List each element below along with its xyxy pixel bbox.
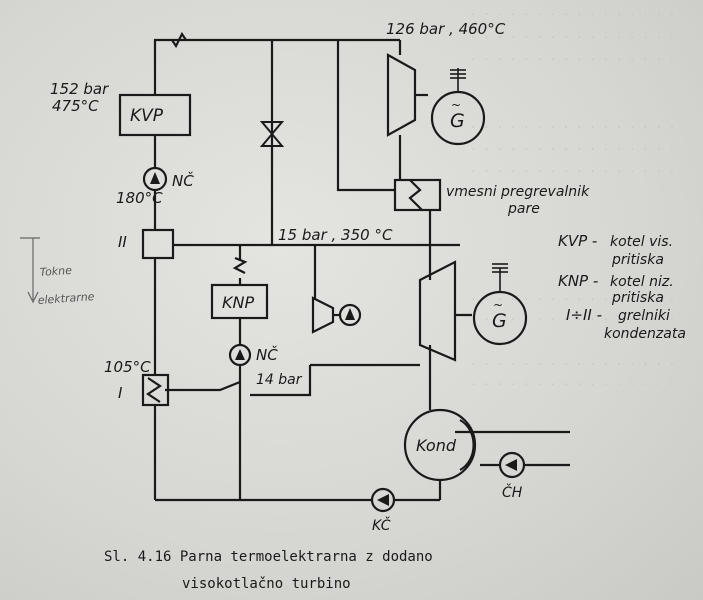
svg-text:kondenzata: kondenzata (604, 326, 686, 342)
svg-text:I÷II -: I÷II - (566, 306, 602, 324)
caption-line-2: visokotlačno turbino (182, 576, 351, 592)
condenser (403, 408, 477, 482)
kvp-boiler (118, 93, 192, 137)
generator-top-label: G (450, 110, 465, 132)
aux-pump (338, 303, 362, 327)
knp-boiler (210, 283, 269, 320)
svg-text:. . . . . . . . . . . . . . .: . . . . . . . . . . . . . . . . (470, 355, 675, 368)
reheater-coil (408, 179, 423, 211)
feed-pump-top (142, 166, 168, 192)
reheater (393, 178, 442, 212)
svg-text:. . . . . . . . . . . . . . .: . . . . . . . . . . . . . . . . (470, 118, 675, 131)
svg-text:Tokne: Tokne (39, 264, 72, 279)
pump-arrow-icon (150, 172, 160, 184)
condenser-tube (459, 419, 475, 471)
svg-text:. . . . . . . . . . . . . . .: . . . . . . . . . . . . . . . . (470, 5, 675, 18)
pressure-126-label: 126 bar , 460°C (386, 20, 506, 38)
heater-ii-label: II (118, 233, 127, 251)
generator-mid-label: G (492, 310, 507, 332)
cooling-pump (498, 451, 526, 479)
pressure-15-label: 15 bar , 350 °C (278, 226, 393, 244)
nc-mid-label: NČ (256, 345, 278, 364)
heater-ii (141, 228, 175, 260)
pump-arrow-icon (505, 459, 517, 471)
legend: KVP - kotel vis. pritiska KNP - kotel ni… (558, 232, 686, 342)
svg-text:elektrarne: elektrarne (37, 290, 95, 307)
bypass-valve-lower (259, 132, 285, 147)
svg-text:. . . . . . . . . . . . . . .: . . . . . . . . . . . . . . . . (470, 375, 675, 388)
svg-text:pritiska: pritiska (611, 290, 664, 306)
condenser-label: Kond (416, 436, 457, 455)
bleed-through-text: . . . . . . . . . . . . . . . . . . . . … (470, 5, 675, 388)
knp-label: KNP (222, 293, 254, 312)
svg-text:KVP -: KVP - (558, 232, 597, 250)
svg-text:. . . . . . . . . . . . . . .: . . . . . . . . . . . . . . . . (470, 162, 675, 175)
reheater-label-2: pare (507, 201, 540, 217)
kvp-label: KVP (130, 106, 164, 126)
svg-text:~: ~ (493, 298, 503, 312)
lp-turbine (418, 260, 457, 362)
svg-text:. . . . . . . . . . . . . . .: . . . . . . . . . . . . . . . . (470, 140, 675, 153)
svg-text:~: ~ (451, 98, 461, 112)
knp-superheater-zigzag (232, 256, 248, 274)
pressure-14-label: 14 bar (256, 372, 303, 388)
pressure-152-label: 152 bar (50, 80, 109, 98)
nc-top-label: NČ (172, 171, 194, 190)
svg-text:kotel niz.: kotel niz. (610, 274, 674, 290)
margin-note: Tokne elektrarne (20, 237, 95, 307)
svg-text:KNP -: KNP - (558, 272, 598, 290)
heater-i (141, 373, 170, 407)
svg-text:. . . . . . . . . . . . . . .: . . . . . . . . . . . . . . . . (470, 50, 675, 63)
feed-pump-mid (228, 343, 252, 367)
reheater-label: vmesni pregrevalnik (446, 184, 590, 200)
temp-105-label: 105°C (104, 358, 151, 376)
heater-i-coil (146, 377, 162, 403)
heater-i-label: I (118, 384, 123, 402)
kc-label: KČ (372, 516, 391, 534)
svg-text:kotel vis.: kotel vis. (610, 234, 673, 250)
piping (153, 31, 570, 502)
svg-text:. . . . . . . . . . . . . . .: . . . . . . . . . . . . . . . . (470, 310, 675, 323)
heater-i-steam-line (165, 380, 241, 392)
caption-line-1: Sl. 4.16 Parna termoelektrarna z dodano (104, 549, 433, 565)
svg-text:pritiska: pritiska (611, 252, 664, 268)
extraction-14bar (250, 365, 312, 397)
aux-turbine (311, 296, 335, 334)
svg-text:grelniki: grelniki (618, 308, 670, 324)
condensate-pump (370, 487, 396, 513)
reheater-feed-line (336, 165, 395, 192)
svg-text:. . . . . . . . . . . . . . .: . . . . . . . . . . . . . . . . (470, 28, 675, 41)
temp-475-label: 475°C (52, 97, 99, 115)
hp-turbine (386, 53, 417, 137)
kvp-outlet-pipe (153, 38, 165, 95)
svg-text:. . . . . . . . . . . . . . .: . . . . . . . . . . . . . . . . (470, 290, 675, 303)
pump-arrow-icon (235, 349, 245, 360)
temp-180-label: 180°C (116, 189, 163, 207)
superheater-zigzag-top (171, 31, 187, 49)
ch-label: ČH (502, 483, 523, 501)
pump-arrow-icon (377, 494, 389, 506)
bypass-valve (259, 121, 285, 136)
pump-arrow-icon (345, 308, 355, 320)
